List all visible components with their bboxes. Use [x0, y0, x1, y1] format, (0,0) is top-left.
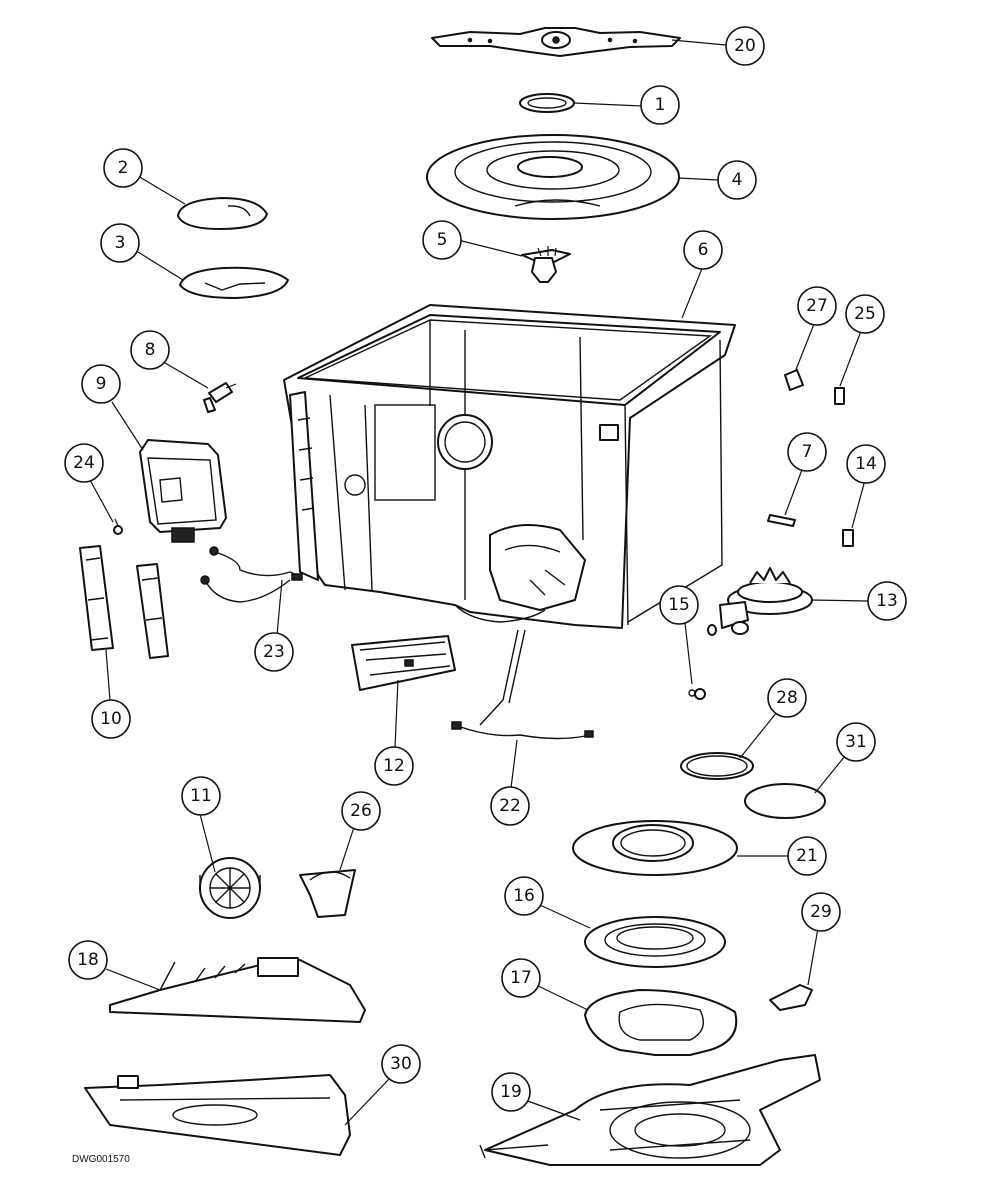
- callout-9-label: 9: [96, 374, 107, 394]
- callout-1-label: 1: [655, 95, 666, 115]
- part-16-filter-ring: [584, 916, 726, 968]
- callout-29-label: 29: [810, 902, 832, 922]
- callout-4: 4: [717, 160, 757, 200]
- callout-2-label: 2: [118, 158, 129, 178]
- part-19-base: [479, 1054, 821, 1166]
- part-26-bracket: [299, 869, 356, 918]
- part-21-sump-ring: [572, 820, 738, 876]
- callout-24-label: 24: [73, 453, 95, 473]
- part-13-pump-motor: [707, 567, 813, 636]
- callout-13: 13: [867, 581, 907, 621]
- callout-11: 11: [181, 776, 221, 816]
- callout-27-label: 27: [806, 296, 828, 316]
- callout-5-label: 5: [437, 230, 448, 250]
- callout-20-label: 20: [734, 36, 756, 56]
- callout-17: 17: [501, 958, 541, 998]
- callout-17-label: 17: [510, 968, 532, 988]
- callout-19: 19: [491, 1072, 531, 1112]
- part-15-o-ring: [688, 688, 706, 700]
- callout-2: 2: [103, 148, 143, 188]
- part-28-ring: [680, 752, 754, 780]
- part-30-lower-panel: [84, 1074, 351, 1156]
- callout-13-label: 13: [876, 591, 898, 611]
- part-7-pin: [767, 514, 796, 527]
- callout-26-label: 26: [350, 801, 372, 821]
- callout-16: 16: [504, 876, 544, 916]
- part-10-bracket-left: [79, 545, 114, 651]
- callout-9: 9: [81, 364, 121, 404]
- part-18-base-panel: [109, 957, 366, 1023]
- part-17-sump-housing: [584, 989, 738, 1056]
- callout-22: 22: [490, 786, 530, 826]
- part-25-clip: [834, 387, 845, 405]
- callout-3: 3: [100, 223, 140, 263]
- callout-16-label: 16: [513, 886, 535, 906]
- part-14-clip: [842, 529, 854, 547]
- callout-10: 10: [91, 699, 131, 739]
- callout-15: 15: [659, 585, 699, 625]
- callout-18-label: 18: [77, 950, 99, 970]
- part-22-wire: [451, 629, 594, 740]
- callout-26: 26: [341, 791, 381, 831]
- part-20-upper-spray-arm: [431, 27, 681, 57]
- part-9-control-module: [139, 439, 227, 543]
- part-2-cover: [177, 197, 268, 230]
- callout-5: 5: [422, 220, 462, 260]
- part-27-clip: [784, 369, 804, 391]
- part-11-fan: [199, 857, 261, 919]
- callout-20: 20: [725, 26, 765, 66]
- callout-11-label: 11: [190, 786, 212, 806]
- callout-27: 27: [797, 286, 837, 326]
- part-1-ring: [519, 93, 575, 113]
- part-5-impeller: [521, 246, 571, 283]
- part-29-latch: [769, 984, 813, 1011]
- callout-4-label: 4: [732, 170, 743, 190]
- callout-25-label: 25: [854, 304, 876, 324]
- callout-12: 12: [374, 746, 414, 786]
- callout-21: 21: [787, 836, 827, 876]
- callout-3-label: 3: [115, 233, 126, 253]
- callout-23-label: 23: [263, 642, 285, 662]
- callout-1: 1: [640, 85, 680, 125]
- callout-8-label: 8: [145, 340, 156, 360]
- callout-29: 29: [801, 892, 841, 932]
- drawing-code: DWG001570: [72, 1154, 130, 1165]
- part-3-cover-base: [179, 266, 289, 299]
- callout-30-label: 30: [390, 1054, 412, 1074]
- part-10-bracket-right: [136, 563, 169, 659]
- part-6-tub: [283, 304, 736, 629]
- callout-28-label: 28: [776, 688, 798, 708]
- callout-19-label: 19: [500, 1082, 522, 1102]
- callout-31: 31: [836, 722, 876, 762]
- part-24-screw: [113, 518, 123, 535]
- callout-28: 28: [767, 678, 807, 718]
- callout-14-label: 14: [855, 454, 877, 474]
- callout-22-label: 22: [499, 796, 521, 816]
- callout-6-label: 6: [698, 240, 709, 260]
- part-8-sensor: [203, 382, 237, 413]
- callout-7-label: 7: [802, 442, 813, 462]
- part-23-wire-harness: [200, 546, 303, 603]
- callout-7: 7: [787, 432, 827, 472]
- callout-14: 14: [846, 444, 886, 484]
- callout-10-label: 10: [100, 709, 122, 729]
- callout-15-label: 15: [668, 595, 690, 615]
- callout-8: 8: [130, 330, 170, 370]
- part-12-control-board: [351, 635, 456, 691]
- callout-30: 30: [381, 1044, 421, 1084]
- part-4-filter-plate: [426, 134, 680, 220]
- callout-6: 6: [683, 230, 723, 270]
- callout-24: 24: [64, 443, 104, 483]
- callout-23: 23: [254, 632, 294, 672]
- callout-25: 25: [845, 294, 885, 334]
- callout-12-label: 12: [383, 756, 405, 776]
- callout-18: 18: [68, 940, 108, 980]
- callout-31-label: 31: [845, 732, 867, 752]
- part-31-gasket: [744, 783, 826, 819]
- callout-21-label: 21: [796, 846, 818, 866]
